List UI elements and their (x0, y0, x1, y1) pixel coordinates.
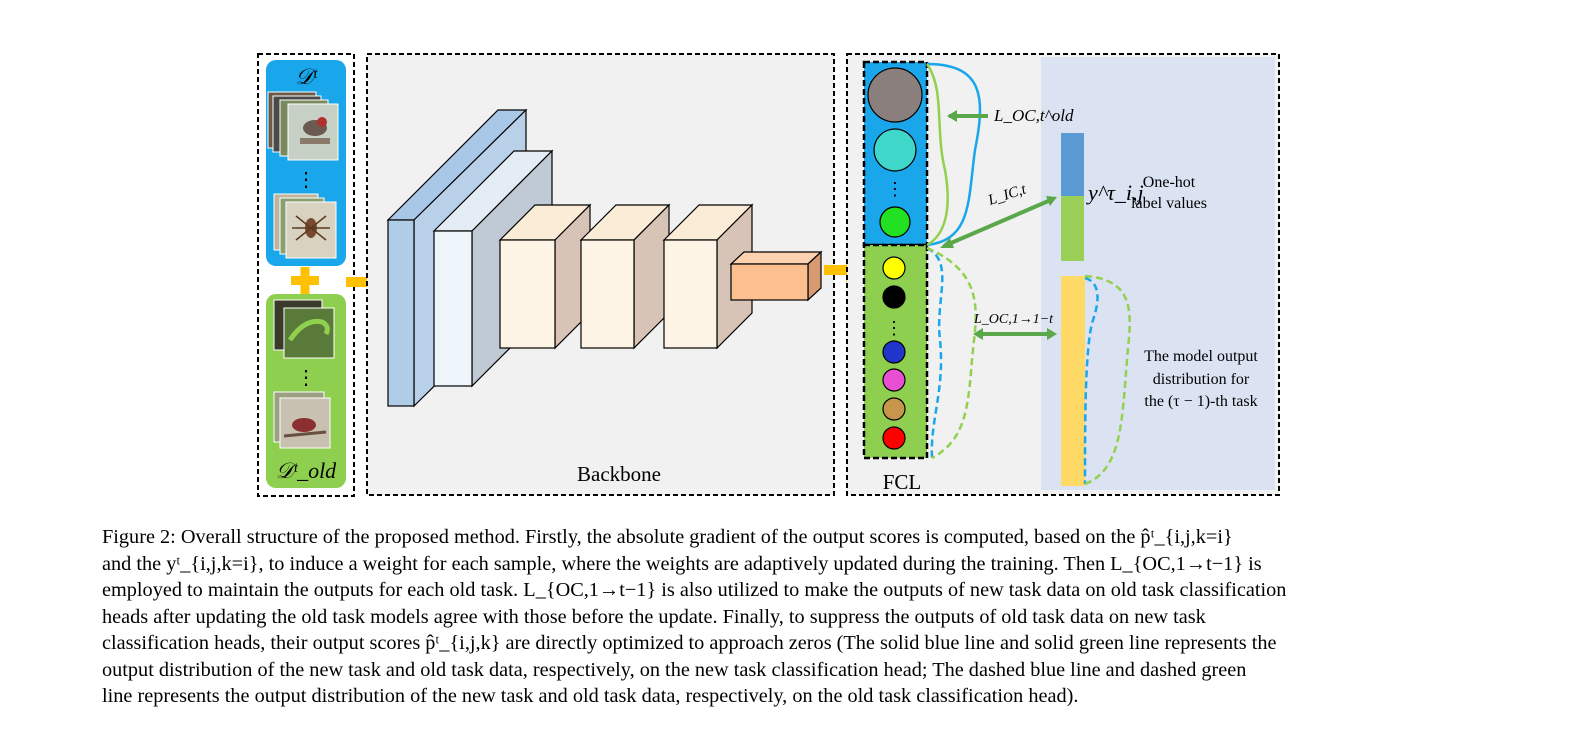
dashed-blue-curve (926, 246, 944, 459)
model-output-label-3: the (τ − 1)-th task (1144, 393, 1257, 410)
model-output-label-2: distribution for (1153, 371, 1250, 388)
heads-panel: ⋮ ⋮ FCL L_OC,t^old L_IC,t (846, 53, 1280, 496)
new-node-2 (873, 128, 917, 172)
old-node-3 (882, 340, 906, 364)
old-node-1 (882, 256, 906, 280)
output-dashed-green (1084, 274, 1131, 486)
output-dashed-blue (1083, 276, 1099, 485)
caption-line: heads after updating the old task models… (102, 605, 1206, 628)
caption-line: output distribution of the new task and … (102, 658, 1247, 681)
old-node-6 (882, 426, 906, 450)
figure-caption: Figure 2: Overall structure of the propo… (102, 524, 1442, 710)
dataset-panel: 𝒟ᵗ ⋮ ⋮ (257, 53, 355, 497)
loss-oc-old-arrow (947, 110, 988, 122)
bird2-image-stack (273, 391, 331, 449)
solid-blue-curve (926, 62, 982, 247)
caption-line: line represents the output distribution … (102, 685, 1079, 707)
bird-image-stack (267, 91, 339, 161)
snake-image-stack (273, 299, 335, 359)
loss-oc-old-label: L_OC,t^old (993, 106, 1074, 125)
fcl-label: FCL (883, 470, 922, 494)
plus-icon (291, 267, 319, 295)
caption-line: employed to maintain the outputs for eac… (102, 579, 1287, 601)
conv-layer-4 (579, 203, 671, 350)
conv-layer-3 (498, 203, 592, 350)
loss-oc-range-arrow (973, 328, 1057, 340)
conv-layer-5 (662, 203, 754, 350)
backbone-label: Backbone (577, 462, 661, 486)
onehot-label-2: label values (1131, 195, 1207, 212)
method-diagram: 𝒟ᵗ ⋮ ⋮ (257, 53, 1280, 497)
loss-oc-range-label: L_OC,1→1−t (973, 312, 1054, 327)
caption-line: Figure 2: Overall structure of the propo… (102, 526, 1233, 548)
y-label: y^τ_i,j (1086, 180, 1144, 205)
model-output-bar (1061, 276, 1085, 486)
new-node-1 (867, 67, 923, 123)
old-task-data-label: 𝒟ᵗ_old (276, 458, 337, 483)
svg-text:⋮: ⋮ (885, 318, 903, 338)
svg-text:⋮: ⋮ (886, 179, 904, 199)
onehot-label-1: One-hot (1143, 174, 1196, 191)
svg-text:⋮: ⋮ (296, 367, 316, 389)
feature-block (729, 250, 823, 302)
loss-ic-arrow (940, 196, 1057, 248)
backbone-panel: Backbone (366, 53, 835, 496)
solid-green-curve (925, 63, 949, 247)
old-node-4 (882, 368, 906, 392)
caption-line: and the yᵗ_{i,j,k=i}, to induce a weight… (102, 552, 1262, 575)
caption-line: classification heads, their output score… (102, 632, 1277, 654)
dashed-green-curve (926, 246, 977, 460)
onehot-bar (1061, 133, 1084, 261)
new-task-data-label: 𝒟ᵗ (295, 64, 318, 89)
svg-text:⋮: ⋮ (296, 169, 316, 191)
new-node-3 (879, 206, 911, 238)
old-node-5 (882, 397, 906, 421)
old-node-2 (882, 285, 906, 309)
model-output-label-1: The model output (1144, 348, 1258, 365)
spider-image-stack (273, 193, 337, 259)
